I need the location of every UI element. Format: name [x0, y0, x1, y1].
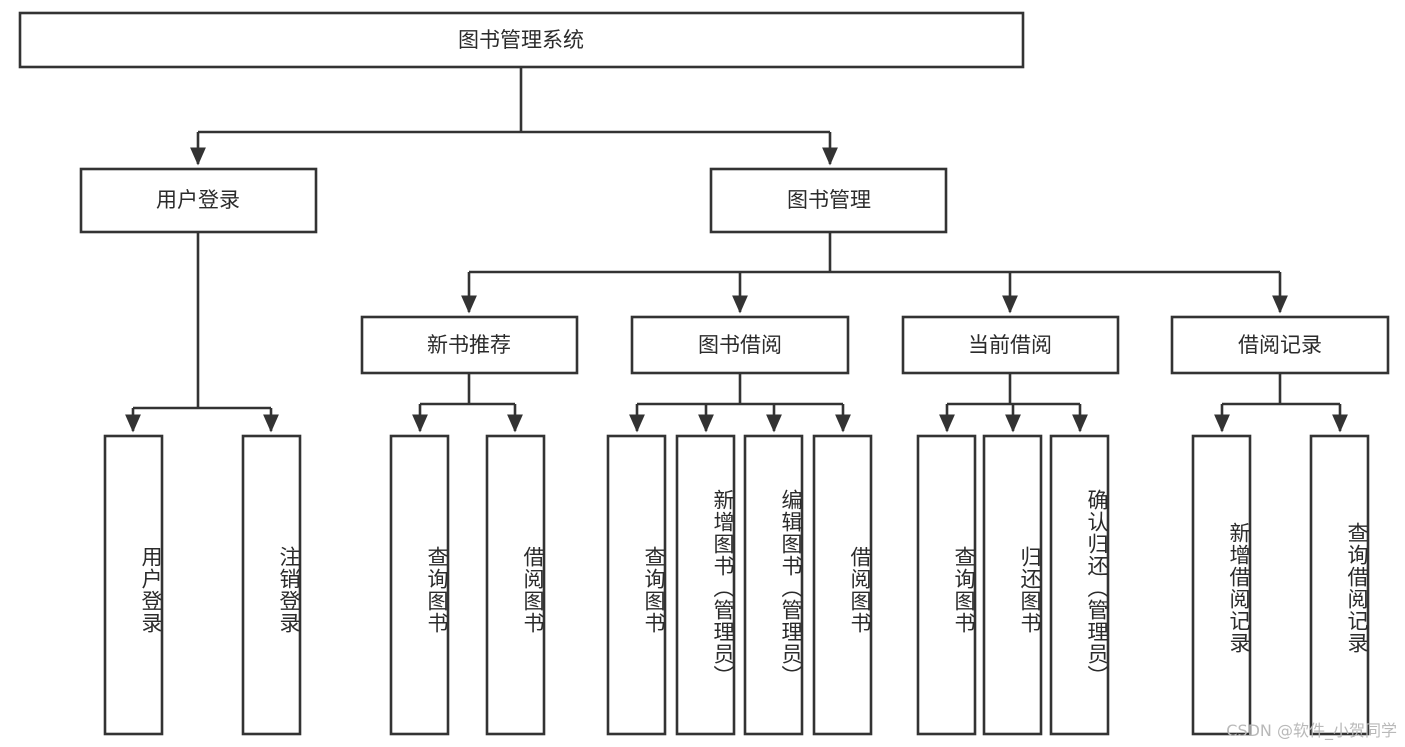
node-new-book-recommendation[interactable]: [360, 315, 579, 375]
leaf-box-edit-book-admin[interactable]: [743, 434, 804, 736]
node-user-login[interactable]: [79, 167, 318, 234]
node-root-label: 图书管理系统: [458, 28, 584, 52]
leaf-box-return-book[interactable]: [982, 434, 1043, 736]
leaf-box-borrow-book-nbr[interactable]: [485, 434, 546, 736]
leaf-box-query-book-nbr[interactable]: [389, 434, 450, 736]
node-new-book-recommendation-label: 新书推荐: [427, 333, 511, 357]
node-book-management[interactable]: [709, 167, 948, 234]
node-current-borrowing[interactable]: [901, 315, 1120, 375]
node-book-borrowing[interactable]: [630, 315, 850, 375]
leaf-box-query-book-cb[interactable]: [916, 434, 977, 736]
leaf-box-user-login[interactable]: [103, 434, 164, 736]
leaf-box-confirm-return-admin[interactable]: [1049, 434, 1110, 736]
leaf-box-query-borrow-record[interactable]: [1309, 434, 1370, 736]
node-borrowing-record[interactable]: [1170, 315, 1390, 375]
leaf-box-add-borrow-record[interactable]: [1191, 434, 1252, 736]
node-root-book-management-system[interactable]: [18, 11, 1025, 69]
leaf-box-borrow-book-bb[interactable]: [812, 434, 873, 736]
leaf-box-logout[interactable]: [241, 434, 302, 736]
leaf-box-query-book-bb[interactable]: [606, 434, 667, 736]
node-user-login-label: 用户登录: [156, 188, 240, 212]
node-current-borrowing-label: 当前借阅: [968, 333, 1052, 357]
leaf-box-add-book-admin[interactable]: [675, 434, 736, 736]
node-book-management-label: 图书管理: [787, 188, 871, 212]
node-book-borrowing-label: 图书借阅: [698, 333, 782, 357]
watermark-text: CSDN @软件_小贺同学: [1226, 721, 1397, 740]
node-borrowing-record-label: 借阅记录: [1238, 333, 1322, 357]
